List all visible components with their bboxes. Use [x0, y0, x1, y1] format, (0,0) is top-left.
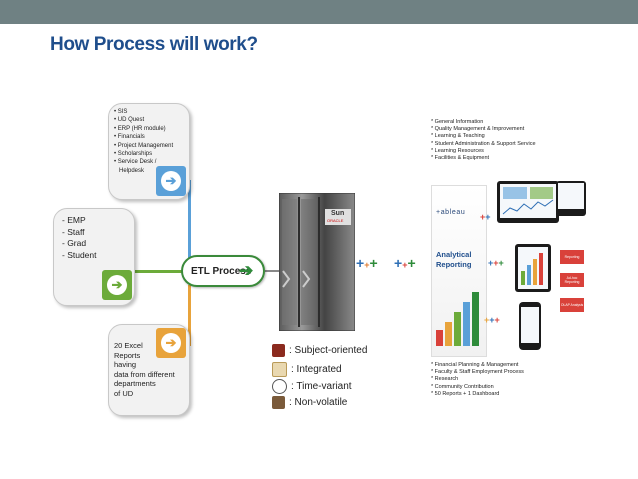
plus-small-1: ++	[480, 212, 491, 222]
bar-chart-icon	[436, 292, 479, 346]
list-item: * General Information	[431, 119, 484, 125]
list-item: * Facilities & Equipment	[431, 155, 490, 162]
server-sub: ORACLE	[327, 218, 344, 223]
source-item: - EMP	[62, 215, 86, 225]
tag-reporting: Reporting	[560, 250, 584, 264]
phone-dashboard	[519, 302, 541, 350]
green-chevron-icon: ➔	[239, 261, 254, 280]
source-item: • ERP (HR module)	[114, 125, 166, 132]
source-item: • Financials	[114, 134, 145, 141]
source-item: of UD	[114, 388, 134, 398]
property-label: : Integrated	[291, 364, 342, 375]
orange-arrow-icon: ➔	[156, 328, 186, 358]
laptop-dashboard	[497, 181, 559, 223]
source-item: • Project Management	[114, 142, 174, 149]
source-item: departments	[114, 379, 156, 388]
green-arrow-icon: ➔	[102, 270, 132, 300]
source-item: • UD Quest	[114, 117, 145, 124]
property-integrated: : Integrated	[272, 362, 342, 377]
list-item: * Learning Resources	[431, 147, 484, 154]
blue-arrow-icon: ➔	[156, 166, 186, 196]
connector-blue	[188, 182, 191, 260]
top-report-list: * General Information * Quality Manageme…	[431, 119, 536, 162]
property-label: : Non-volatile	[289, 397, 348, 408]
property-label: : Time-variant	[291, 381, 352, 392]
source-item: having	[114, 360, 137, 369]
source-item: - Student	[62, 249, 97, 260]
source-item: Helpdesk	[119, 167, 145, 174]
list-item: * Learning & Teaching	[431, 133, 485, 140]
top-bar	[0, 0, 638, 24]
server-rack-icon	[278, 192, 356, 332]
puzzle-icon	[272, 362, 287, 377]
source-item: • Scholarships	[114, 151, 153, 158]
connector-green	[130, 270, 182, 273]
etl-process-node: ETL Process ➔	[181, 255, 265, 287]
source-item: - Staff	[62, 226, 85, 237]
tablet-chart-icon	[521, 253, 543, 285]
list-item: * Research	[431, 376, 459, 383]
connector-etl-server	[265, 270, 279, 272]
plus-cluster-left: +++	[356, 255, 378, 271]
source-item: • Service Desk /	[114, 159, 157, 166]
plus-small-3: +++	[484, 315, 500, 325]
plus-small-2: +++	[488, 258, 504, 268]
property-non-volatile: : Non-volatile	[272, 396, 347, 409]
desktop-monitor	[556, 181, 586, 216]
source-item: 20 Excel	[114, 341, 143, 350]
tablet-dashboard	[515, 244, 551, 292]
source-box-people: - EMP - Staff - Grad - Student	[53, 208, 135, 306]
plus-cluster-right: +++	[394, 255, 416, 271]
panel-line2: Reporting	[436, 260, 472, 269]
property-label: : Subject-oriented	[289, 345, 368, 356]
list-item: * Student Administration & Support Servi…	[431, 140, 536, 147]
property-subject-oriented: : Subject-oriented	[272, 344, 367, 357]
connector-orange	[188, 285, 191, 345]
etl-label: ETL Process	[191, 265, 252, 277]
server-brand: Sun	[331, 210, 345, 217]
list-item: * 50 Reports + 1 Dashboard	[431, 390, 500, 397]
tag-olap-analysis: OLAP Analysis	[560, 298, 584, 312]
list-item: * Financial Planning & Management	[431, 362, 519, 368]
bottom-report-list: * Financial Planning & Management * Facu…	[431, 362, 524, 398]
source-item: Reports	[114, 350, 141, 360]
source-item: - Grad	[62, 238, 87, 248]
list-item: * Quality Management & Improvement	[431, 126, 525, 133]
list-item: * Faculty & Staff Employment Process	[431, 369, 524, 376]
page-title: How Process will work?	[50, 34, 258, 55]
tableau-logo: +ableau	[436, 209, 466, 216]
tag-adhoc-reporting: Ad-hoc Reporting	[560, 273, 584, 287]
source-item: data from different	[114, 369, 175, 379]
safe-icon	[272, 396, 285, 409]
clock-icon	[272, 379, 287, 394]
panel-line1: Analytical	[436, 250, 472, 259]
dashboard-chart-icon	[502, 187, 554, 215]
list-item: * Community Contribution	[431, 383, 494, 390]
book-icon	[272, 344, 285, 357]
server-rack-image: Sun ORACLE	[278, 192, 356, 332]
analytical-reporting-panel: +ableau Analytical Reporting	[431, 185, 487, 357]
source-item: • SIS	[114, 109, 128, 115]
property-time-variant: : Time-variant	[272, 379, 352, 394]
